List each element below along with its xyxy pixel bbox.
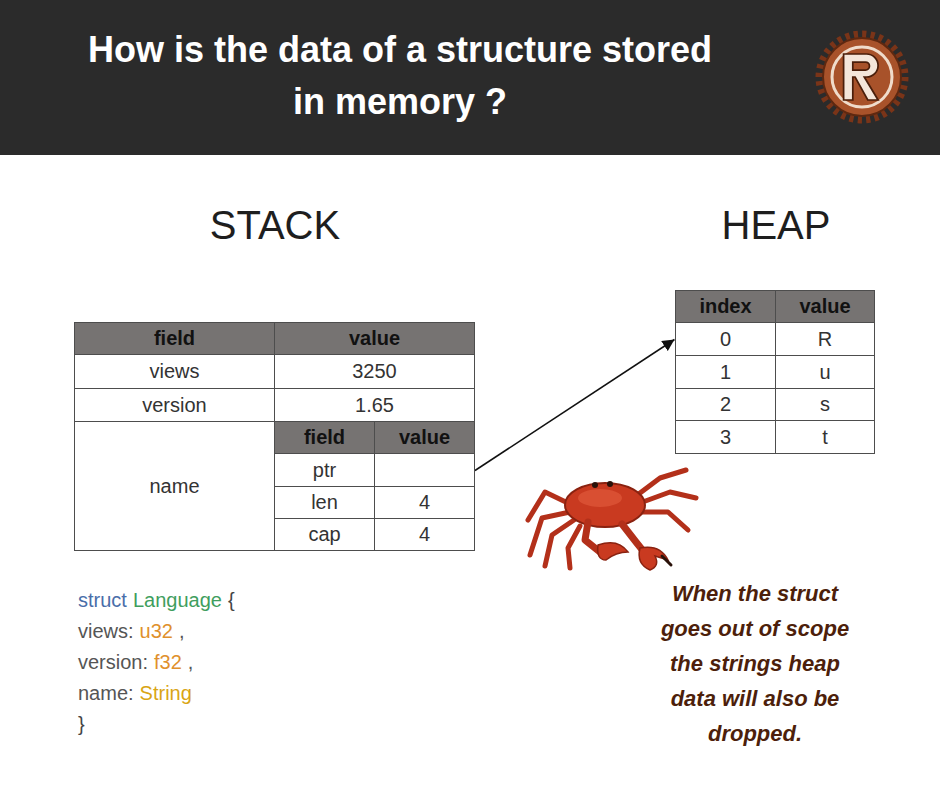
table-cell: 3250 <box>275 355 475 389</box>
cell-value: 1 <box>720 361 731 384</box>
table-cell: 1.65 <box>275 389 475 422</box>
cell-value: ptr <box>313 459 336 482</box>
code-brace: { <box>228 589 235 611</box>
nested-table: ptr len 4 cap 4 field value <box>275 422 475 551</box>
cell-value: 3250 <box>352 360 397 383</box>
code-line: version: f32, <box>78 647 398 678</box>
table-cell: 0 <box>676 323 776 356</box>
header-cell: value <box>776 291 875 323</box>
title-bar <box>0 0 940 155</box>
table-row: 2s <box>676 389 875 421</box>
table-cell: 1 <box>676 356 776 389</box>
column-header: value <box>399 426 450 449</box>
table-cell: 2 <box>676 389 776 421</box>
table-cell: cap <box>275 519 375 551</box>
cell-value: 2 <box>720 393 731 416</box>
stack-table: views 3250 version 1.65 ptr len 4 cap 4 field valu… <box>74 322 475 551</box>
cell-value: version <box>142 394 206 417</box>
cell-value: t <box>822 426 828 449</box>
code-punctuation: , <box>179 620 185 642</box>
table-row: 3t <box>676 421 875 454</box>
table-cell: 4 <box>375 519 475 551</box>
table-cell: version <box>75 389 275 422</box>
table-row: 0R <box>676 323 875 356</box>
table-row: len 4 <box>275 487 475 519</box>
code-type-name: Language <box>133 589 222 611</box>
code-block: structLanguage{ views:u32, version:f32, … <box>78 585 398 740</box>
code-line: } <box>78 709 398 740</box>
table-cell: name <box>75 422 275 551</box>
cell-value: name <box>149 475 199 498</box>
table-cell: 3 <box>676 421 776 454</box>
cell-value: u <box>819 361 830 384</box>
header-cell: value <box>275 323 475 355</box>
code-punctuation: , <box>188 651 194 673</box>
column-header: field <box>154 327 195 350</box>
table-cell <box>375 454 475 487</box>
table-row: views 3250 <box>75 355 475 389</box>
cell-value: s <box>820 393 830 416</box>
column-header: index <box>699 295 751 318</box>
title-text: How is the data of a structure stored in… <box>70 24 730 128</box>
cell-value: views <box>149 360 199 383</box>
note-text: When the struct goes out of scope the st… <box>645 576 865 751</box>
header-cell: field <box>275 422 375 454</box>
column-header: value <box>799 295 850 318</box>
cell-value: R <box>818 328 832 351</box>
table-cell: u <box>776 356 875 389</box>
table-cell: 4 <box>375 487 475 519</box>
cell-value: cap <box>308 523 340 546</box>
cell-value: 3 <box>720 426 731 449</box>
header-cell: value <box>375 422 475 454</box>
header-cell: index <box>676 291 776 323</box>
table-cell: len <box>275 487 375 519</box>
table-row: ptr len 4 cap 4 field value name <box>75 422 475 551</box>
table-row: 1u <box>676 356 875 389</box>
table-cell: views <box>75 355 275 389</box>
table-cell: t <box>776 421 875 454</box>
column-header: value <box>349 327 400 350</box>
code-brace: } <box>78 713 85 735</box>
code-field: views: <box>78 620 134 642</box>
column-header: field <box>304 426 345 449</box>
crab-illustration <box>528 470 696 570</box>
header-cell: field <box>75 323 275 355</box>
rust-logo <box>820 35 904 119</box>
table-row: version 1.65 <box>75 389 475 422</box>
table-cell: ptr <box>275 454 375 487</box>
code-line: struct Language { <box>78 585 398 616</box>
heap-table: 0R1u2s3tindexvalue <box>675 290 875 454</box>
code-line: name: String <box>78 678 398 709</box>
code-field: name: <box>78 682 134 704</box>
table-row: cap 4 <box>275 519 475 551</box>
cell-value: 4 <box>419 523 430 546</box>
pointer-arrow <box>475 340 675 471</box>
table-cell: R <box>776 323 875 356</box>
table-row: ptr <box>275 454 475 487</box>
code-type: String <box>140 682 192 704</box>
cell-value: 1.65 <box>355 394 394 417</box>
code-field: version: <box>78 651 148 673</box>
code-keyword: struct <box>78 589 127 611</box>
section-heading: STACK <box>125 203 425 248</box>
code-type: u32 <box>140 620 173 642</box>
code-type: f32 <box>154 651 182 673</box>
section-heading: HEAP <box>626 203 926 248</box>
cell-value: 4 <box>419 491 430 514</box>
code-line: views: u32, <box>78 616 398 647</box>
cell-value: 0 <box>720 328 731 351</box>
table-cell: s <box>776 389 875 421</box>
cell-value: len <box>311 491 338 514</box>
